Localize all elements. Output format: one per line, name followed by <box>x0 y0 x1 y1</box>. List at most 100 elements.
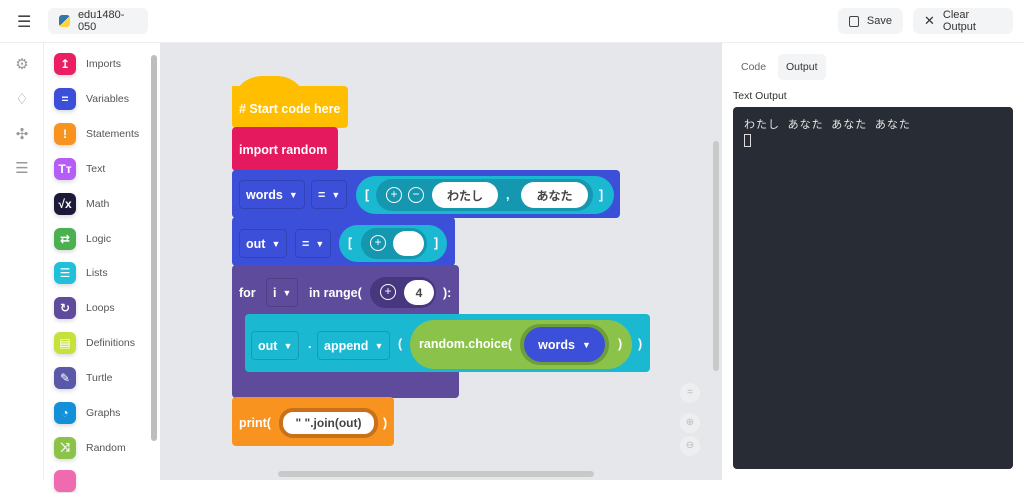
toolbox-item-turtle[interactable]: ✎ Turtle <box>54 366 112 390</box>
append-open-paren: ( <box>398 337 403 351</box>
toolbox-item-graphs[interactable]: ◔ Graphs <box>54 401 120 425</box>
words-var-dropdown[interactable]: words▼ <box>239 180 305 209</box>
toolbox-item-label: Lists <box>86 267 108 280</box>
toolbox-item-imports[interactable]: ↥ Imports <box>54 52 121 76</box>
loops-icon: ↻ <box>54 297 76 320</box>
remove-item-icon[interactable]: − <box>408 187 424 203</box>
workspace-horizontal-scrollbar[interactable] <box>278 471 594 477</box>
zoom-out-button[interactable]: ⊖ <box>680 436 700 456</box>
range-value[interactable]: 4 <box>404 280 434 305</box>
for-keyword: for <box>239 286 256 300</box>
import-text: import random <box>239 143 328 157</box>
list-comma: , <box>506 188 510 202</box>
puzzle-icon[interactable]: ✣ <box>15 126 29 143</box>
tab-output[interactable]: Output <box>778 54 826 80</box>
python-icon <box>59 15 70 27</box>
method-dropdown[interactable]: append▼ <box>317 331 391 360</box>
toolbox-item-definitions[interactable]: ▤ Definitions <box>54 331 135 355</box>
graphs-icon: ◔ <box>54 402 76 424</box>
save-button[interactable]: Save <box>838 8 903 34</box>
start-comment-text: # Start code here <box>239 102 341 116</box>
toolbox-item-label: Logic <box>86 232 112 245</box>
assign-op-dropdown-2[interactable]: =▼ <box>295 229 332 258</box>
toolbox-item-variables[interactable]: = Variables <box>54 87 129 111</box>
math-icon: √x <box>54 192 76 215</box>
checklist-icon[interactable]: ☰ <box>15 160 29 177</box>
gear-icon[interactable]: ⚙ <box>15 56 29 73</box>
lists-icon: ☰ <box>54 262 76 285</box>
import-random-block[interactable] <box>232 127 338 171</box>
turtle-icon: ✎ <box>54 367 76 390</box>
out-var-dropdown[interactable]: out▼ <box>239 229 288 258</box>
text-output-console[interactable]: わたし あなた あなた あなた <box>733 107 1013 469</box>
loop-var-dropdown[interactable]: i▼ <box>266 278 299 307</box>
toolbox-item-label: Imports <box>86 58 122 70</box>
text-output-label: Text Output <box>733 90 787 102</box>
toolbox-item-label: Loops <box>86 302 115 315</box>
in-range-text: in range( <box>309 286 362 300</box>
workspace: # Start code here import random words▼ =… <box>160 43 722 480</box>
append-close-paren: ) <box>638 337 643 351</box>
toolbox-item-label: Text <box>86 162 106 175</box>
empty-slot[interactable] <box>393 231 424 256</box>
statements-icon: ! <box>54 122 76 145</box>
workspace-vertical-scrollbar[interactable] <box>713 141 719 371</box>
tab-code[interactable]: Code <box>741 61 767 73</box>
menu-icon[interactable]: ☰ <box>17 14 32 31</box>
print-text: print( <box>239 416 271 430</box>
choice-close-paren: ) <box>618 337 623 351</box>
toolbox-item-label: Graphs <box>86 407 121 419</box>
add-item-icon-2[interactable]: + <box>370 235 386 251</box>
header: ☰ edu1480-050 Save ✕ Clear Output <box>0 0 1024 43</box>
string-item-2[interactable]: あなた <box>521 182 588 208</box>
random-icon: ⤨ <box>54 436 76 459</box>
list-close-bracket: ] <box>599 188 604 202</box>
cursor <box>744 134 751 147</box>
output-line: わたし あなた あなた あなた <box>744 118 911 131</box>
right-panel: Code Output Text Output わたし あなた あなた あなた <box>722 43 1024 480</box>
clear-output-label: Clear Output <box>942 9 976 33</box>
toolbox-item-label: Definitions <box>86 337 136 350</box>
toolbox-scrollbar[interactable] <box>151 55 157 441</box>
clear-output-button[interactable]: ✕ Clear Output <box>913 8 1013 34</box>
close-icon: ✕ <box>924 13 935 28</box>
lightbulb-icon[interactable]: ♢ <box>15 91 29 108</box>
random-choice-text: random.choice( <box>419 337 513 351</box>
dot: . <box>308 337 312 351</box>
toolbox-item-math[interactable]: √x Math <box>54 192 109 216</box>
toolbox-item-label: Turtle <box>86 372 113 385</box>
icon-rail: ⚙ ♢ ✣ ☰ <box>0 43 44 480</box>
toolbox-item-label: Statements <box>86 127 140 140</box>
project-name: edu1480-050 <box>77 9 125 33</box>
toolbox-item-logic[interactable]: ⇄ Logic <box>54 227 111 251</box>
variables-icon: = <box>54 87 76 110</box>
toolbox-item-random[interactable]: ⤨ Random <box>54 436 126 460</box>
toolbox-item-label: Variables <box>86 92 129 105</box>
words-var-reporter[interactable]: words▼ <box>524 327 605 362</box>
add-item-icon[interactable]: + <box>386 187 402 203</box>
zoom-in-button[interactable]: ⊕ <box>680 413 700 433</box>
definitions-icon: ▤ <box>54 332 76 355</box>
join-expression[interactable]: " ".join(out) <box>279 408 378 438</box>
save-icon <box>849 15 859 27</box>
reset-zoom-button[interactable]: = <box>680 383 700 403</box>
list-close-bracket-2: ] <box>434 236 439 250</box>
save-label: Save <box>866 15 892 27</box>
toolbox-item-statements[interactable]: ! Statements <box>54 122 139 146</box>
print-close-paren: ) <box>383 416 388 430</box>
toolbox-item-lists[interactable]: ☰ Lists <box>54 261 108 285</box>
append-target-dropdown[interactable]: out▼ <box>251 331 300 360</box>
add-arg-icon[interactable]: + <box>380 284 396 300</box>
toolbox-item-label: Random <box>86 441 126 454</box>
toolbox-item-label: Math <box>86 197 110 210</box>
string-item-1[interactable]: わたし <box>432 182 498 208</box>
assign-op-dropdown[interactable]: =▼ <box>311 180 348 209</box>
list-open-bracket-2: [ <box>348 236 353 250</box>
range-close: ): <box>443 286 452 300</box>
logic-icon: ⇄ <box>54 227 76 250</box>
project-name-button[interactable]: edu1480-050 <box>48 8 148 34</box>
imports-icon: ↥ <box>54 53 76 75</box>
toolbox-item-loops[interactable]: ↻ Loops <box>54 296 115 320</box>
